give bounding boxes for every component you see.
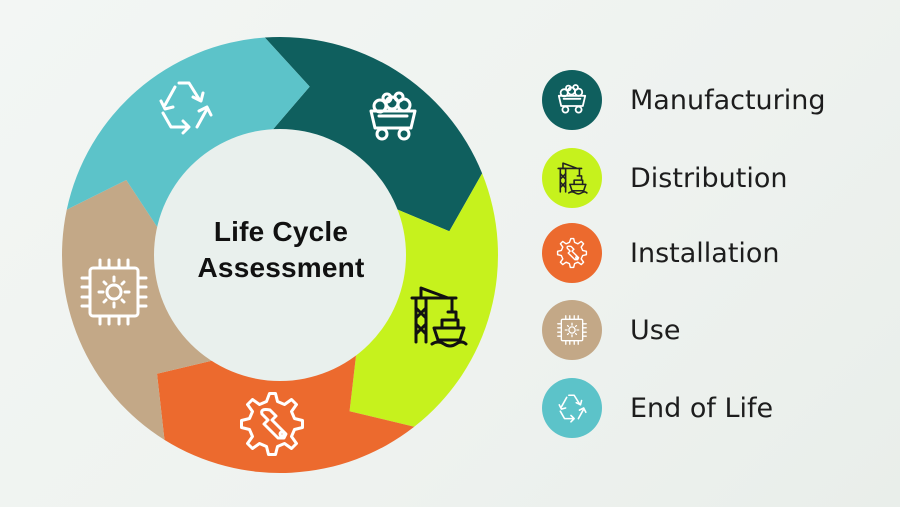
legend-item-use: Use bbox=[542, 300, 680, 360]
center-title: Life Cycle Assessment bbox=[186, 214, 376, 286]
legend-label-installation: Installation bbox=[630, 237, 780, 269]
legend-item-manufacturing: Manufacturing bbox=[542, 70, 826, 130]
chip-gear-icon bbox=[557, 315, 587, 345]
legend-swatch-installation bbox=[542, 223, 602, 283]
center-title-line2: Assessment bbox=[197, 252, 365, 283]
legend-swatch-manufacturing bbox=[542, 70, 602, 130]
legend-item-installation: Installation bbox=[542, 223, 780, 283]
life-cycle-wheel bbox=[62, 36, 498, 473]
legend-item-distribution: Distribution bbox=[542, 148, 788, 208]
legend-item-end-of-life: End of Life bbox=[542, 378, 773, 438]
crane-ship-icon bbox=[557, 162, 588, 195]
recycle-icon bbox=[558, 394, 587, 423]
legend-label-manufacturing: Manufacturing bbox=[630, 84, 826, 116]
segment-end-of-life bbox=[66, 37, 310, 230]
segment-manufacturing bbox=[264, 36, 483, 232]
legend-swatch-distribution bbox=[542, 148, 602, 208]
legend-label-use: Use bbox=[630, 314, 681, 346]
legend-label-distribution: Distribution bbox=[630, 162, 788, 194]
gear-wrench-icon bbox=[556, 237, 588, 269]
legend-swatch-end-of-life bbox=[542, 378, 602, 438]
legend-label-end-of-life: End of Life bbox=[630, 392, 774, 424]
center-circle bbox=[154, 129, 406, 381]
segment-distribution bbox=[349, 173, 498, 427]
segment-installation bbox=[156, 352, 415, 473]
mine-cart-icon bbox=[557, 84, 587, 114]
center-title-line1: Life Cycle bbox=[213, 216, 349, 247]
legend-swatch-use bbox=[542, 300, 602, 360]
